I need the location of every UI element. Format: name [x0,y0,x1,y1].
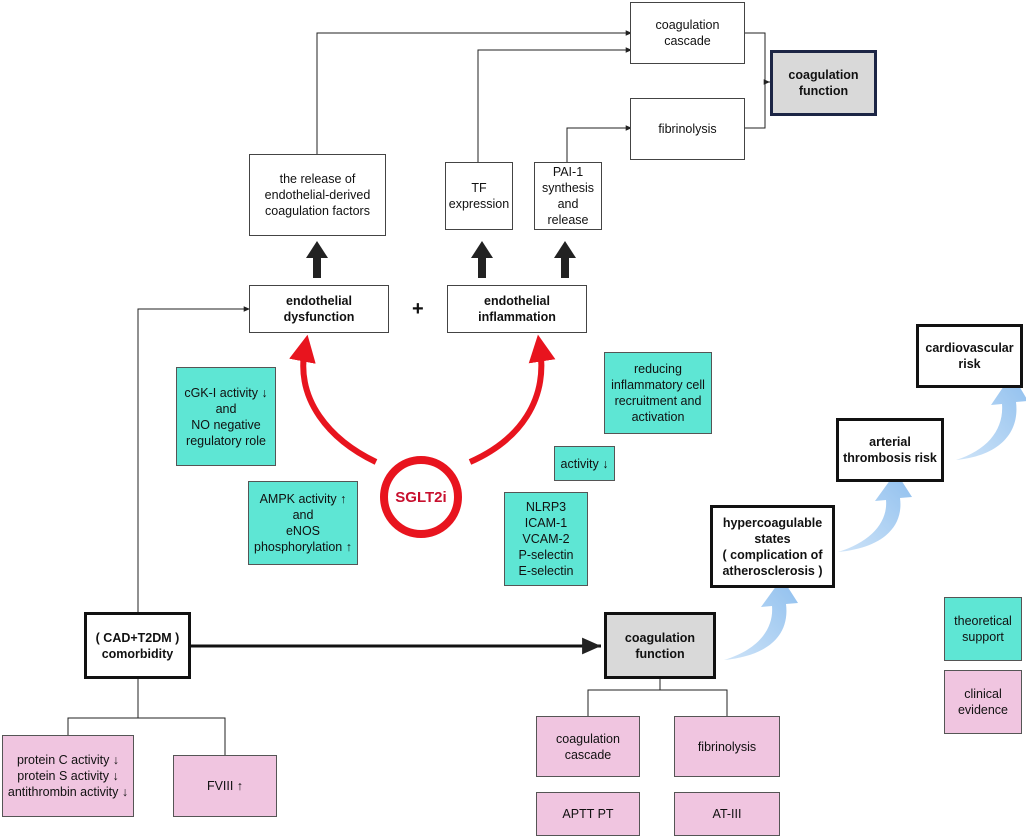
up-arrow-release [306,241,328,278]
coagulation-function-bottom-box: coagulation function [604,612,716,679]
tf-to-cascade-line [477,47,632,162]
coagulation-function-top-box: coagulation function [770,50,877,116]
activity-down-box: activity ↓ [554,446,615,481]
protein-activity-box: protein C activity ↓ protein S activity … [2,735,134,817]
fviii-box: FVIII ↑ [173,755,277,817]
sglt2i-to-inflammation-arrow [468,334,556,465]
tf-expression-box: TF expression [445,162,513,230]
fibrinolysis-top-box: fibrinolysis [630,98,745,160]
hypercoagulable-states-box: hypercoagulable states ( complication of… [710,505,835,588]
legend-clinical-evidence: clinical evidence [944,670,1022,734]
cardiovascular-risk-box: cardiovascular risk [916,324,1023,388]
comorbidity-to-dysfunction-line [137,306,250,612]
reducing-inflammation-box: reducing inflammatory cell recruitment a… [604,352,712,434]
up-arrow-tf [471,241,493,278]
inflammation-markers-box: NLRP3 ICAM-1 VCAM-2 P-selectin E-selecti… [504,492,588,586]
pai1-box: PAI-1 synthesis and release [534,162,602,230]
at-iii-box: AT-III [674,792,780,836]
legend-theoretical-support: theoretical support [944,597,1022,661]
endothelial-dysfunction-box: endothelial dysfunction [249,285,389,333]
coag-tree-right-line [660,689,728,716]
comorbidity-box: ( CAD+T2DM ) comorbidity [84,612,191,679]
sglt2i-to-dysfunction-arrow [289,334,378,465]
trend-arrow-3 [956,374,1026,460]
arterial-thrombosis-risk-box: arterial thrombosis risk [836,418,944,482]
pai1-to-fibrinolysis-line [566,125,632,162]
release-factors-box: the release of endothelial-derived coagu… [249,154,386,236]
endothelial-inflammation-box: endothelial inflammation [447,285,587,333]
coag-tree-line [587,679,661,716]
coagulation-cascade-top-box: coagulation cascade [630,2,745,64]
fibrinolysis-bottom-box: fibrinolysis [674,716,780,777]
cgk-activity-box: cGK-I activity ↓ and NO negative regulat… [176,367,276,466]
coagulation-cascade-bottom-box: coagulation cascade [536,716,640,777]
sglt2i-label: SGLT2i [395,488,447,506]
sglt2i-ring [380,456,462,538]
ampk-activity-box: AMPK activity ↑ and eNOS phosphorylation… [248,481,358,565]
comorbidity-tree-line [67,679,139,735]
trend-arrow-2 [838,472,912,552]
cascade-to-function-line [745,32,766,129]
release-to-cascade-line [316,30,632,154]
up-arrow-pai1 [554,241,576,278]
plus-sign: + [412,298,424,320]
trend-arrow-1 [724,578,798,660]
fviii-branch-line [138,717,226,755]
aptt-pt-box: APTT PT [536,792,640,836]
